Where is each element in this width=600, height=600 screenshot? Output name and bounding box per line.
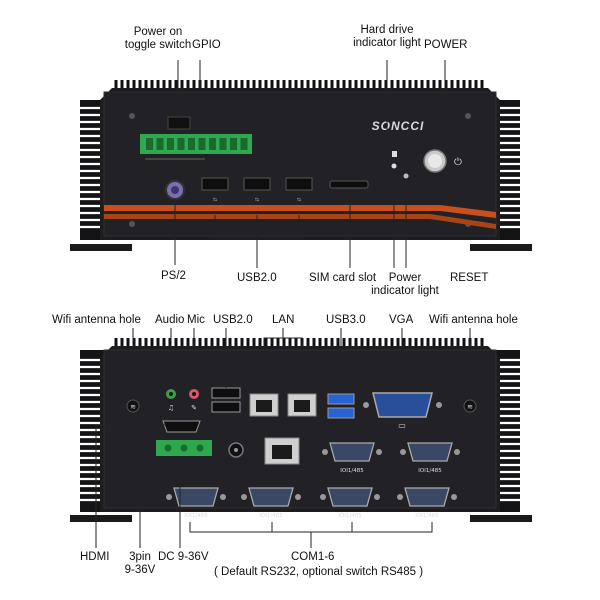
- label-audio: Audio: [155, 314, 185, 326]
- label-power: POWER: [424, 39, 468, 51]
- com-port-2[interactable]: IOI1/485: [400, 442, 460, 474]
- svg-text:≋: ≋: [467, 403, 473, 411]
- gpio-pin[interactable]: [240, 138, 248, 150]
- label-line: Power: [388, 272, 422, 284]
- svg-text:⇆: ⇆: [213, 197, 217, 203]
- label-line: 3pin: [129, 551, 151, 563]
- label-usb20-rear: USB2.0: [213, 314, 253, 326]
- usb-port-front-3[interactable]: [285, 177, 313, 191]
- screw-icon: [129, 221, 135, 227]
- brand-logo: SONCCI: [372, 119, 425, 133]
- com-port-label: IOI1/485: [415, 513, 439, 519]
- label-wifi-right: Wifi antenna hole: [429, 314, 518, 326]
- gpio-pin[interactable]: [156, 138, 164, 150]
- gpio-pin[interactable]: [198, 138, 206, 150]
- label-usb30: USB3.0: [326, 314, 366, 326]
- label-mic: Mic: [187, 314, 205, 326]
- label-hard-drive-indicator: Hard drive indicator light: [340, 24, 434, 50]
- label-line: 9-36V: [124, 564, 156, 576]
- monitor-icon: ▭: [398, 421, 406, 430]
- label-gpio: GPIO: [192, 39, 221, 51]
- screw-icon: [129, 113, 135, 119]
- com-port-6[interactable]: IOI1/485: [397, 487, 457, 519]
- usb-port-front-2[interactable]: [243, 177, 271, 191]
- label-power-indicator: Power indicator light: [362, 272, 448, 298]
- mounting-foot-right: [470, 515, 532, 522]
- leader-lines: [95, 60, 471, 548]
- label-dc: DC 9-36V: [158, 551, 209, 563]
- label-line: toggle switch: [124, 39, 192, 51]
- screw-icon: [465, 113, 471, 119]
- label-vga: VGA: [389, 314, 414, 326]
- label-lan: LAN: [272, 314, 295, 326]
- usb3-port-2[interactable]: [327, 407, 355, 419]
- com-port-5[interactable]: IOI1/485: [320, 487, 380, 519]
- label-line: indicator light: [371, 285, 439, 297]
- hdmi-port[interactable]: [162, 420, 201, 433]
- wifi-antenna-hole-left[interactable]: [126, 399, 140, 413]
- gpio-pin[interactable]: [219, 138, 227, 150]
- mounting-foot-left: [70, 244, 132, 251]
- com-port-label: IOI1/485: [338, 513, 362, 519]
- label-wifi-left: Wifi antenna hole: [52, 314, 141, 326]
- power-icon: ⏻: [454, 157, 462, 168]
- label-usb20-front: USB2.0: [237, 272, 277, 284]
- microphone-icon: ✎: [191, 404, 197, 412]
- usb-port-front-1[interactable]: [201, 177, 229, 191]
- label-power-toggle-switch: Power on toggle switch: [106, 26, 210, 52]
- front-panel-device: ⇆ ⇆ ⇆ SONCCI ⏻: [70, 80, 532, 251]
- label-line: Hard drive: [360, 24, 414, 36]
- label-reset: RESET: [450, 272, 489, 284]
- rear-panel-device: ≋ ≋ ♫ ✎ ▭: [70, 338, 532, 522]
- label-com: COM1-6: [291, 551, 335, 563]
- svg-text:⇆: ⇆: [255, 197, 259, 203]
- gpio-pin[interactable]: [177, 138, 185, 150]
- headphone-icon: ♫: [168, 404, 174, 412]
- wifi-antenna-hole-right[interactable]: [463, 399, 477, 413]
- accent-stripe: [104, 214, 496, 229]
- com-port-4[interactable]: IOI1/485: [241, 487, 301, 519]
- power-indicator-light: [391, 163, 397, 169]
- gpio-pin[interactable]: [146, 138, 153, 150]
- label-line: indicator light: [353, 37, 421, 49]
- hard-drive-indicator-light: [392, 151, 397, 157]
- com-port-label: IOI1/485: [184, 513, 208, 519]
- gpio-pin[interactable]: [230, 138, 237, 150]
- com-port-3[interactable]: IOI1/485: [166, 487, 226, 519]
- com-port-label: IOI1/485: [259, 513, 283, 519]
- label-com-note: ( Default RS232, optional switch RS485 ): [214, 566, 424, 578]
- svg-text:≋: ≋: [130, 403, 136, 411]
- com-port-1[interactable]: IOI1/485: [322, 442, 382, 474]
- sim-card-slot[interactable]: [329, 180, 369, 189]
- power-toggle-switch[interactable]: [167, 116, 191, 130]
- usb-port-rear-2[interactable]: [211, 401, 241, 413]
- label-3pin: 3pin 9-36V: [117, 551, 163, 577]
- com-port-label: IOI1/485: [418, 468, 442, 474]
- reset-button[interactable]: [403, 173, 409, 179]
- mounting-foot-right: [470, 244, 532, 251]
- svg-text:⇆: ⇆: [297, 197, 301, 203]
- usb3-port-1[interactable]: [327, 393, 355, 405]
- label-hdmi: HDMI: [80, 551, 110, 563]
- label-ps2: PS/2: [161, 270, 186, 282]
- gpio-pin[interactable]: [188, 138, 195, 150]
- label-sim-card-slot: SIM card slot: [309, 272, 377, 284]
- usb-port-rear-1[interactable]: [211, 387, 241, 399]
- gpio-pin[interactable]: [209, 138, 216, 150]
- vga-port[interactable]: [372, 392, 433, 418]
- label-line: Power on: [133, 26, 183, 38]
- com-port-label: IOI1/485: [340, 468, 364, 474]
- mounting-foot-left: [70, 515, 132, 522]
- gpio-pin[interactable]: [167, 138, 174, 150]
- accent-stripe: [104, 205, 496, 218]
